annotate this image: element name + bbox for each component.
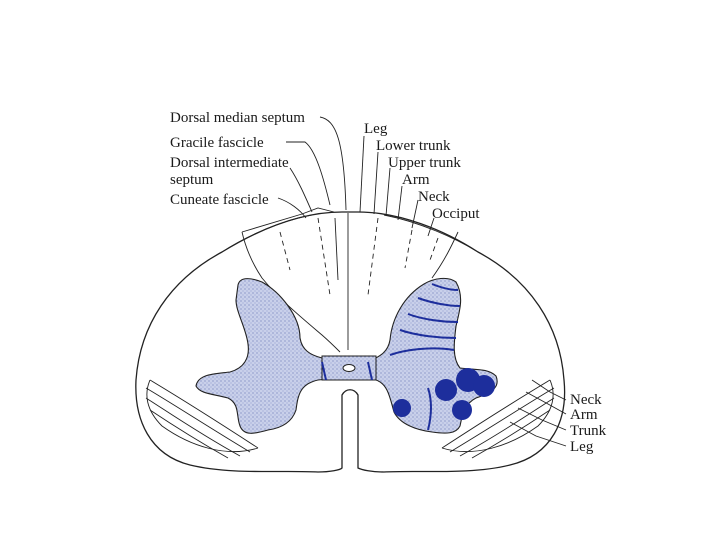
label-upper-trunk: Upper trunk (388, 155, 461, 171)
label-cuneate-fascicle: Cuneate fascicle (170, 192, 269, 208)
bracket-cuneate (242, 208, 334, 232)
leader-cuneate-fascicle (278, 198, 306, 218)
label-gracile-fascicle: Gracile fascicle (170, 135, 264, 151)
dashed-septum-left-1 (280, 232, 290, 270)
label-arm-right: Arm (570, 407, 598, 423)
label-dorsal-intermediate-1: Dorsal intermediate (170, 155, 289, 171)
motor-pool-5 (393, 399, 411, 417)
label-arm-top: Arm (402, 172, 430, 188)
dashed-septum-left-2 (318, 218, 330, 295)
label-neck-top: Neck (418, 189, 450, 205)
leader-arm-right (526, 392, 566, 414)
label-trunk-right: Trunk (570, 423, 607, 439)
label-neck-right: Neck (570, 392, 602, 408)
leader-dorsal-median-septum (320, 117, 346, 210)
leader-lower-trunk (374, 152, 378, 214)
dashed-septum-right-1 (368, 218, 378, 295)
motor-pool-2 (473, 375, 495, 397)
dashed-septum-right-3 (430, 238, 438, 260)
leader-trunk-right (518, 408, 566, 430)
leader-leg-top (360, 136, 364, 212)
central-canal (343, 365, 355, 372)
leader-upper-trunk (386, 168, 390, 216)
dashed-septum-left-3 (335, 218, 338, 280)
gray-matter-left (196, 279, 340, 434)
dorsal-surface-left-curve (222, 215, 312, 252)
label-lower-trunk: Lower trunk (376, 138, 451, 154)
leader-gracile-fascicle (286, 142, 330, 205)
leader-neck-right (532, 380, 566, 400)
label-dorsal-intermediate-2: septum (170, 172, 214, 188)
motor-pool-4 (452, 400, 472, 420)
dashed-septum-right-2 (405, 230, 412, 268)
label-leg-right: Leg (570, 439, 594, 455)
label-dorsal-median-septum: Dorsal median septum (170, 110, 305, 126)
label-leg-top: Leg (364, 121, 388, 137)
motor-pool-3 (435, 379, 457, 401)
label-occiput: Occiput (432, 206, 480, 222)
leader-arm-top (398, 186, 402, 220)
